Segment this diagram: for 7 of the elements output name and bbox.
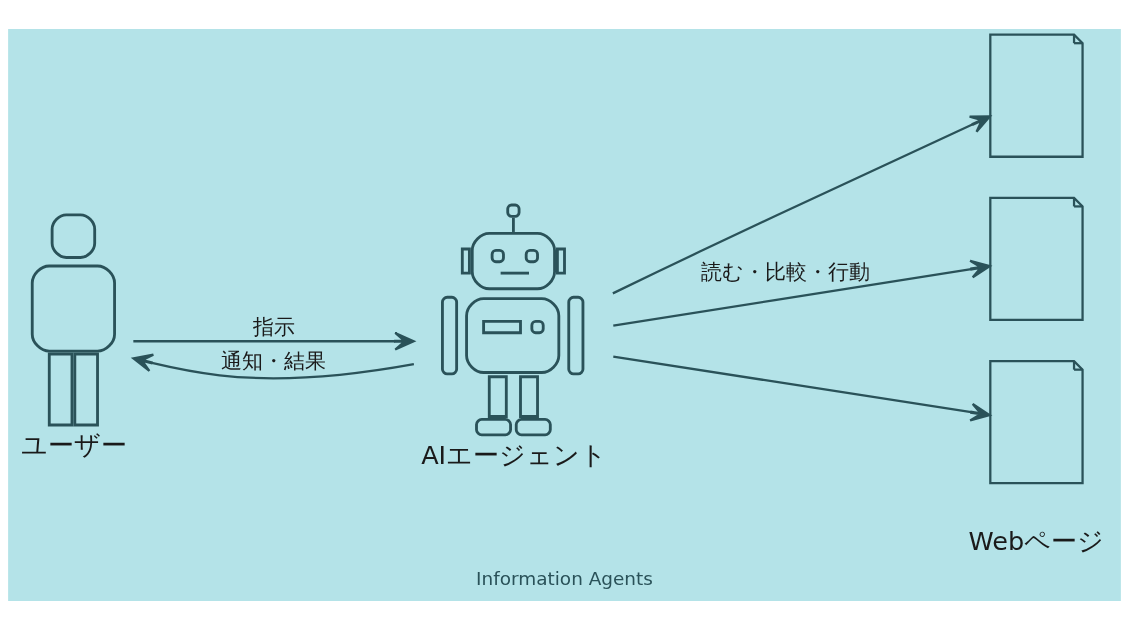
- node-label: ユーザー: [20, 429, 127, 460]
- edge-label: 読む・比較・行動: [700, 258, 870, 284]
- node-label: AIエージェント: [421, 439, 608, 470]
- caption: Information Agents: [476, 567, 653, 589]
- node-label: Webページ: [968, 526, 1105, 557]
- edge-label: 通知・結果: [221, 348, 327, 374]
- edge-label: 指示: [252, 314, 295, 340]
